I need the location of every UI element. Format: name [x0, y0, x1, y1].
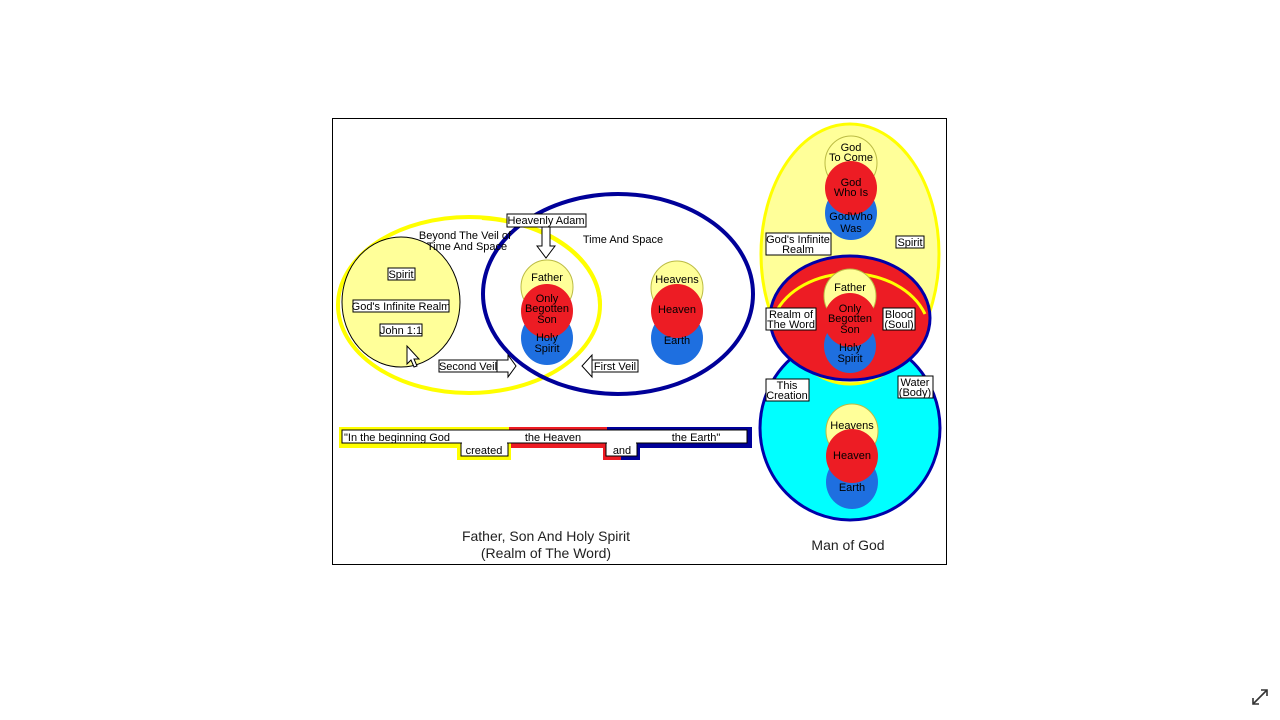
bar-inner-1: [341, 429, 748, 444]
right-son-oval: [824, 293, 876, 347]
bar-created: created: [466, 445, 503, 457]
god-who-was-1: GodWho: [829, 211, 872, 223]
infinite-realm-box: [352, 299, 450, 313]
bar-mask: [462, 442, 507, 445]
realm-of-word-1: Realm of: [769, 309, 814, 321]
right-infinite-realm-box: [765, 232, 832, 256]
earth-label: Earth: [664, 335, 690, 347]
god-who-was-2: Was: [840, 223, 862, 235]
right-heaven-oval: [826, 429, 878, 483]
father-label: Father: [531, 272, 563, 284]
heavenly-adam-arrow: [536, 226, 556, 259]
right-holy-spirit-1: Holy: [839, 342, 862, 354]
right-son-3: Son: [840, 324, 860, 336]
bar-in-the-beginning: "In the beginning God: [344, 432, 450, 444]
expand-arrows-icon: [1252, 689, 1268, 705]
blood-soul-box: [882, 307, 916, 331]
second-veil-arrow: [496, 353, 517, 379]
bar-the-heaven: the Heaven: [525, 432, 581, 444]
god-who-is-1: God: [841, 177, 862, 189]
heavens-label: Heavens: [655, 274, 699, 286]
expand-diagonal-icon[interactable]: [1249, 686, 1271, 708]
god-who-is-2: Who Is: [834, 187, 869, 199]
john-label: John 1:1: [380, 325, 422, 337]
right-caption: Man of God: [811, 537, 885, 553]
time-space-ellipse: [481, 192, 755, 396]
bar-and: and: [613, 445, 631, 457]
this-creation-box: [765, 378, 810, 402]
second-veil-label: Second Veil: [439, 361, 497, 373]
spirit-label: Spirit: [388, 269, 413, 281]
realm-of-word-2: The Word: [767, 319, 815, 331]
heavenly-adam-label: Heavenly Adam: [507, 215, 584, 227]
right-infinite-realm-1: God's Infinite: [766, 234, 830, 246]
water-body-box: [897, 375, 934, 399]
heaven-oval: [651, 284, 703, 338]
blood-soul-1: Blood: [885, 309, 913, 321]
right-spirit-box: [895, 235, 925, 249]
left-caption-line-1: Father, Son And Holy Spirit: [461, 528, 631, 544]
son-label-1: Only: [536, 293, 559, 305]
time-and-space-label: Time And Space: [583, 234, 663, 246]
realm-of-word-box: [765, 307, 817, 331]
right-son-1: Only: [839, 303, 862, 315]
cursor-pointer-icon: [406, 344, 421, 368]
water-body-1: Water: [901, 377, 930, 389]
blood-soul-2: (Soul): [884, 319, 913, 331]
right-spirit-label: Spirit: [897, 237, 922, 249]
right-son-2: Begotten: [828, 313, 872, 325]
left-caption: Father, Son And Holy Spirit (Realm of Th…: [414, 528, 678, 562]
right-holy-spirit-2: Spirit: [837, 353, 862, 365]
right-infinite-realm-2: Realm: [782, 244, 814, 256]
first-veil-arrow: [581, 353, 593, 379]
trinity-diagram: Beyond The Veil of Time And Space Time A…: [336, 122, 942, 522]
beyond-veil-title-1: Beyond The Veil of: [419, 230, 512, 242]
this-creation-1: This: [777, 380, 798, 392]
son-label-3: Son: [537, 314, 557, 326]
right-earth-label: Earth: [839, 482, 865, 494]
holy-spirit-label-2: Spirit: [534, 343, 559, 355]
god-who-is-oval: [825, 161, 877, 215]
son-oval: [521, 284, 573, 338]
right-heaven-label: Heaven: [833, 450, 871, 462]
john-box: [379, 323, 423, 337]
bar-the-earth: the Earth": [672, 432, 721, 444]
this-creation-2: Creation: [766, 390, 808, 402]
god-to-come-1: God: [841, 142, 862, 154]
second-veil-box: [438, 359, 498, 373]
spirit-box: [387, 267, 416, 281]
water-body-2: (Body): [899, 387, 931, 399]
infinite-realm-label: God's Infinite Realm: [352, 301, 451, 313]
heaven-label: Heaven: [658, 304, 696, 316]
right-heavens-label: Heavens: [830, 420, 874, 432]
son-label-2: Begotten: [525, 303, 569, 315]
left-caption-line-2: (Realm of The Word): [480, 545, 612, 561]
right-father-label: Father: [834, 282, 866, 294]
scripture-bar: "In the beginning God the Heaven the Ear…: [339, 427, 752, 460]
first-veil-label: First Veil: [594, 361, 636, 373]
first-veil-box: [591, 359, 639, 373]
holy-spirit-label-1: Holy: [536, 332, 559, 344]
god-to-come-2: To Come: [829, 152, 873, 164]
bar-mask-2: [607, 442, 636, 445]
beyond-veil-title-2: Time And Space: [427, 241, 507, 253]
